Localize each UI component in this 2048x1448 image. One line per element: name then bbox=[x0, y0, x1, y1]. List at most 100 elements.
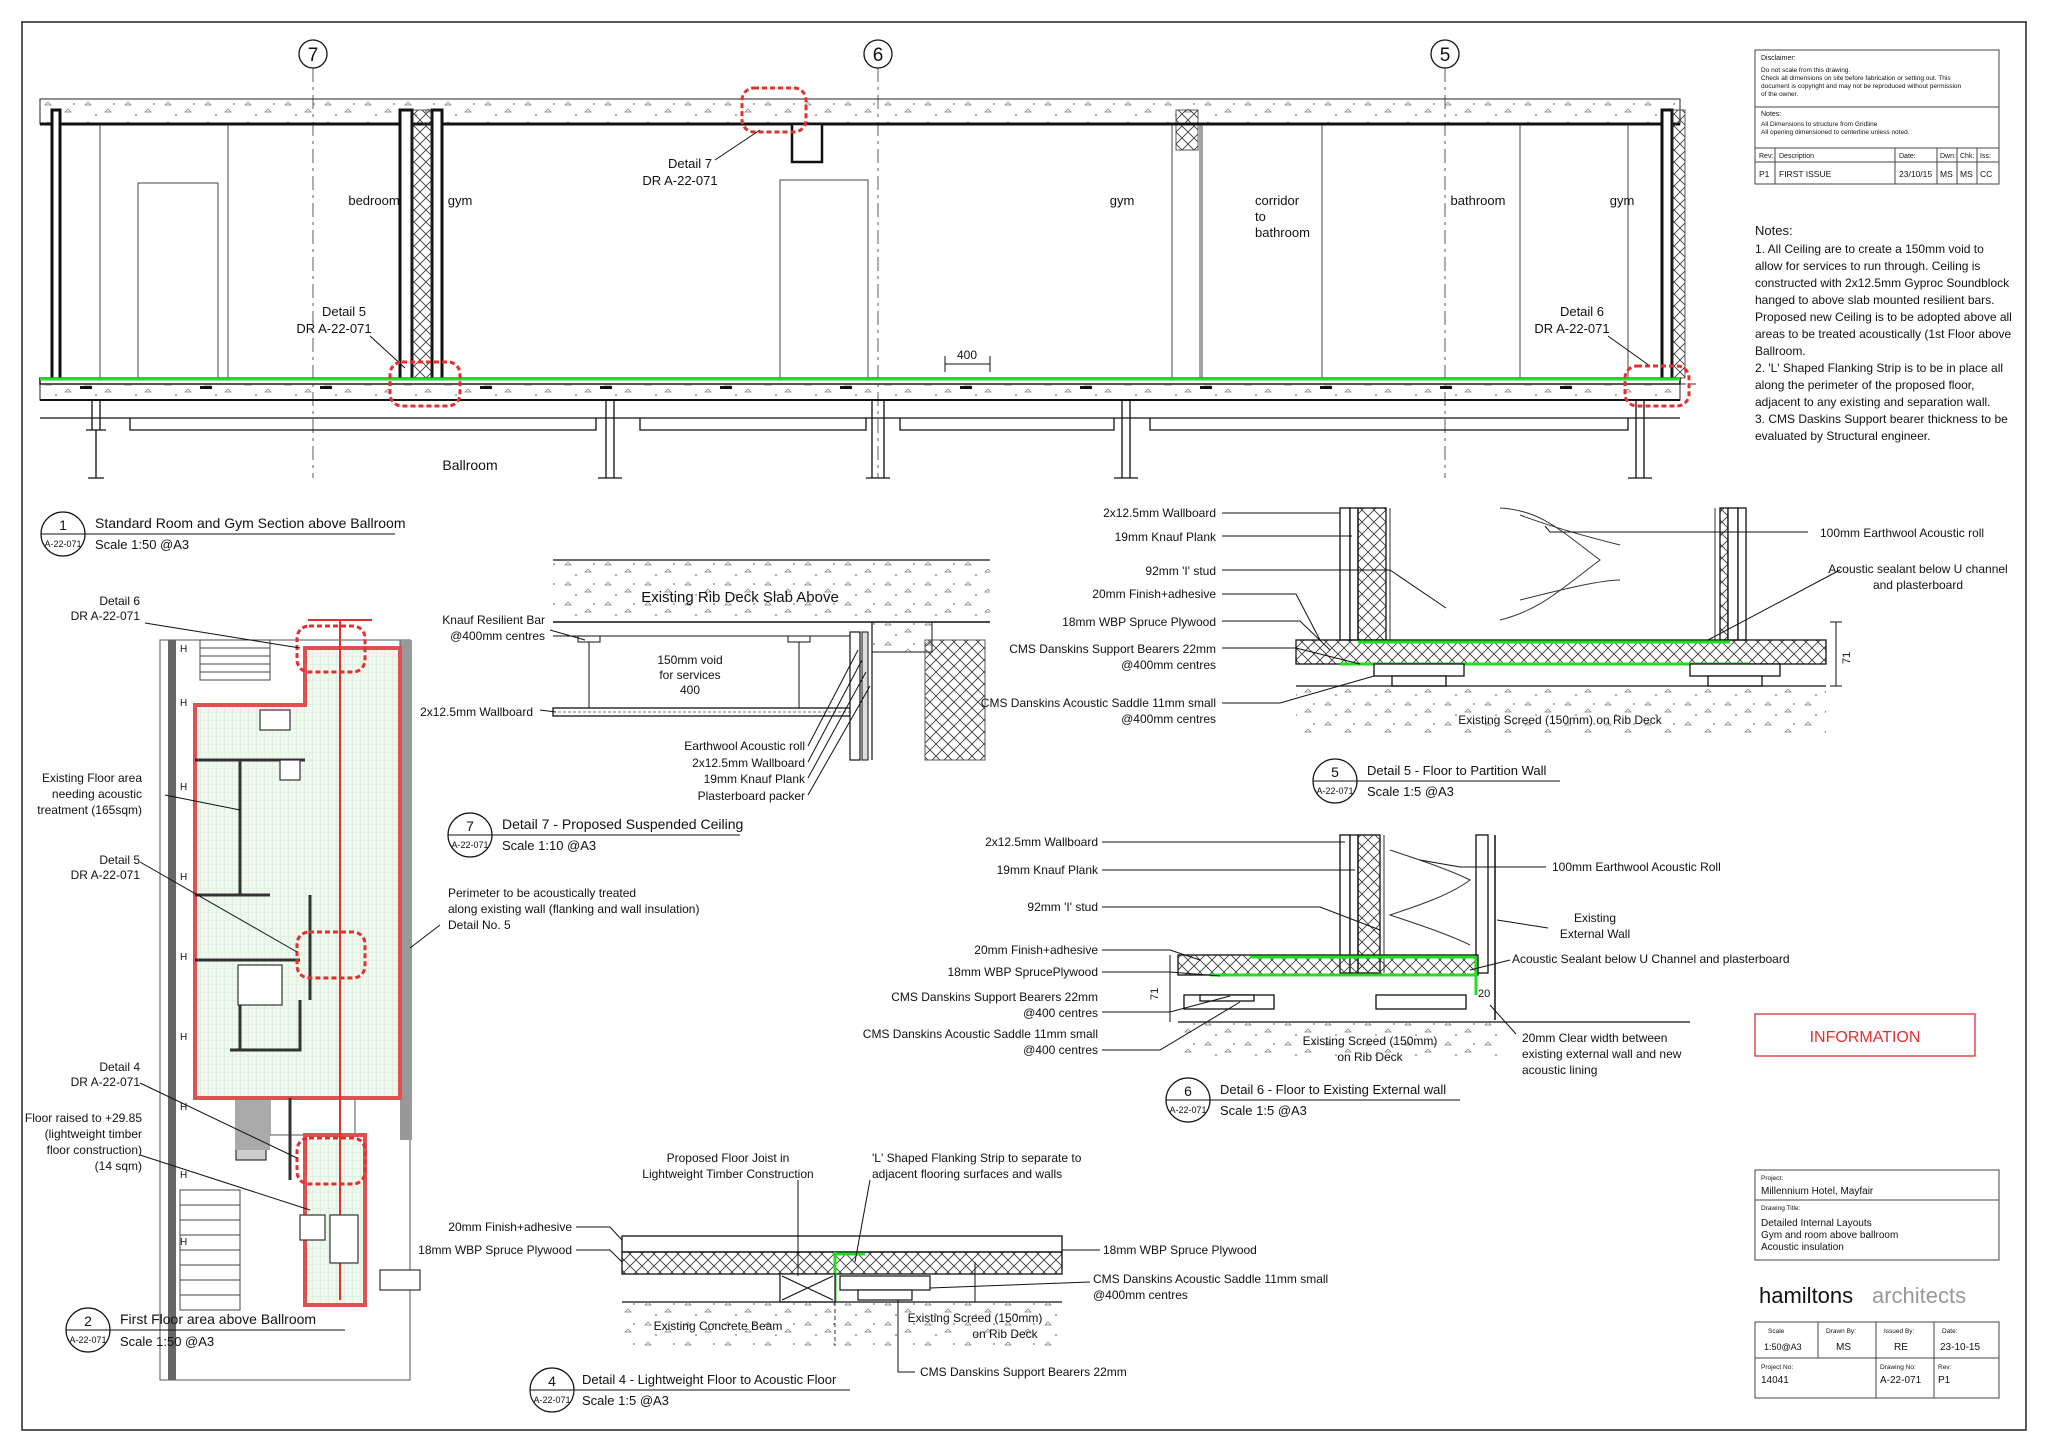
d6-label-clear-width-2: existing external wall and new bbox=[1522, 1047, 1682, 1061]
plan-perimeter-2: along existing wall (flanking and wall i… bbox=[448, 902, 699, 916]
room-label-gym-1: gym bbox=[448, 193, 473, 208]
d4-label-screed-2: on Rib Deck bbox=[972, 1327, 1038, 1341]
grid-label-7: 7 bbox=[308, 45, 319, 66]
tb-disclaimer-4: of the owner. bbox=[1761, 91, 1798, 98]
tb-notes-1: All Dimensions to structure from Gridlin… bbox=[1761, 121, 1878, 128]
view-title-4: 4 A-22-071 Detail 4 - Lightweight Floor … bbox=[529, 1367, 850, 1413]
plan-detail5-callout bbox=[295, 930, 367, 980]
d6-label-clear-width-1: 20mm Clear width between bbox=[1522, 1031, 1667, 1045]
detail-7-drawing: Existing Rib Deck Slab Above Knauf Resil… bbox=[420, 559, 990, 803]
plan-detail4-callout bbox=[295, 1136, 367, 1186]
tb-project-no-label: Project No: bbox=[1761, 1364, 1793, 1371]
tb-drawn-label: Drawn By: bbox=[1826, 1328, 1856, 1335]
detail7-callout bbox=[740, 86, 808, 134]
svg-text:H: H bbox=[180, 952, 187, 963]
tb-project-no: 14041 bbox=[1761, 1375, 1789, 1386]
d5-label-acoustic-roll: 100mm Earthwool Acoustic roll bbox=[1820, 526, 1984, 540]
detail5-callout bbox=[388, 360, 462, 408]
title-block-text: Disclaimer: Do not scale from this drawi… bbox=[1754, 55, 1992, 1386]
tb-rev-row-rev: P1 bbox=[1759, 169, 1770, 179]
dimension-400: 400 bbox=[957, 348, 977, 362]
d4-label-screed-1: Existing Screed (150mm) bbox=[908, 1311, 1043, 1325]
section-detail5-ref: Detail 5 bbox=[322, 304, 366, 319]
plan-detail4-sheet: DR A-22-071 bbox=[71, 1075, 141, 1089]
tb-rev-header-date: Date: bbox=[1899, 153, 1916, 160]
section-detail7-ref: Detail 7 bbox=[668, 156, 712, 171]
d4-label-flanking-2: adjacent flooring surfaces and walls bbox=[872, 1167, 1062, 1181]
sheet-border bbox=[21, 21, 2027, 1431]
d6-label-stud: 92mm 'I' stud bbox=[1027, 900, 1098, 914]
notes-heading: Notes: bbox=[1755, 223, 1793, 238]
tb-disclaimer-1: Do not scale from this drawing. bbox=[1761, 67, 1850, 74]
room-label-bathroom: bathroom bbox=[1451, 193, 1506, 208]
d5-label-finish: 20mm Finish+adhesive bbox=[1092, 587, 1216, 601]
view-scale-6: Scale 1:5 @A3 bbox=[1220, 1103, 1307, 1118]
tb-issued: RE bbox=[1894, 1342, 1908, 1353]
tb-drawn: MS bbox=[1836, 1342, 1851, 1353]
plan-existing-floor-1: Existing Floor area bbox=[42, 771, 142, 785]
d5-dim-71: 71 bbox=[1841, 652, 1853, 664]
d6-label-saddle-centres: @400 centres bbox=[1023, 1043, 1098, 1057]
grid-bubble-7 bbox=[298, 39, 328, 69]
room-label-corridor: corridor bbox=[1255, 193, 1300, 208]
grid-bubble-6 bbox=[863, 39, 893, 69]
view-name-6: Detail 6 - Floor to Existing External wa… bbox=[1220, 1082, 1446, 1097]
svg-text:H: H bbox=[180, 1170, 187, 1181]
d6-label-wallboard: 2x12.5mm Wallboard bbox=[985, 835, 1098, 849]
view-name-1: Standard Room and Gym Section above Ball… bbox=[95, 515, 406, 531]
d6-label-sealant: Acoustic Sealant below U Channel and pla… bbox=[1512, 952, 1790, 966]
tb-rev-row-chk: MS bbox=[1960, 169, 1973, 179]
tb-rev-label: Rev: bbox=[1938, 1364, 1952, 1371]
d5-label-bearers: CMS Danskins Support Bearers 22mm bbox=[1009, 642, 1216, 656]
section-view: 7 6 5 bbox=[39, 39, 1700, 479]
tb-project: Millennium Hotel, Mayfair bbox=[1761, 1186, 1874, 1197]
d6-label-bearers-centres: @400 centres bbox=[1023, 1006, 1098, 1020]
plan-detail6-sheet: DR A-22-071 bbox=[71, 609, 141, 623]
tb-date-label: Date: bbox=[1942, 1328, 1958, 1335]
d7-wallboard-left: 2x12.5mm Wallboard bbox=[420, 705, 533, 719]
view-title-6: 6 A-22-071 Detail 6 - Floor to Existing … bbox=[1165, 1077, 1460, 1123]
section-detail5-sheet: DR A-22-071 bbox=[296, 321, 371, 336]
view-number-5: 5 bbox=[1331, 764, 1339, 780]
d4-label-plywood-left: 18mm WBP Spruce Plywood bbox=[418, 1243, 572, 1257]
tb-rev-row-date: 23/10/15 bbox=[1899, 169, 1932, 179]
tb-rev-header-desc: Description bbox=[1779, 153, 1814, 160]
tb-disclaimer-3: document is copyright and may not be rep… bbox=[1761, 83, 1962, 90]
d6-label-plywood: 18mm WBP SprucePlywood bbox=[947, 965, 1098, 979]
plan-detail6-text: Detail 6 bbox=[99, 594, 140, 608]
view-scale-5: Scale 1:5 @A3 bbox=[1367, 784, 1454, 799]
svg-text:H: H bbox=[180, 782, 187, 793]
room-label-to: to bbox=[1255, 209, 1266, 224]
d4-label-plywood-right: 18mm WBP Spruce Plywood bbox=[1103, 1243, 1257, 1257]
view-number-4: 4 bbox=[548, 1373, 556, 1389]
view-name-5: Detail 5 - Floor to Partition Wall bbox=[1367, 763, 1547, 778]
notes-line-10: adjacent to any existing and separation … bbox=[1755, 395, 1990, 409]
brand-architects: architects bbox=[1872, 1283, 1966, 1308]
tb-notes-label: Notes: bbox=[1761, 111, 1781, 118]
tb-disclaimer-2: Check all dimensions on site before fabr… bbox=[1761, 75, 1951, 82]
d4-label-flanking-1: 'L' Shaped Flanking Strip to separate to bbox=[872, 1151, 1082, 1165]
d4-label-joist-2: Lightweight Timber Construction bbox=[642, 1167, 813, 1181]
d4-label-beam: Existing Concrete Beam bbox=[654, 1319, 783, 1333]
brand-hamiltons: hamiltons bbox=[1759, 1283, 1853, 1308]
information-label: INFORMATION bbox=[1810, 1029, 1921, 1046]
section-detail6-sheet: DR A-22-071 bbox=[1534, 321, 1609, 336]
section-detail6-ref: Detail 6 bbox=[1560, 304, 1604, 319]
d4-label-joist-1: Proposed Floor Joist in bbox=[667, 1151, 790, 1165]
notes-line-6: areas to be treated acoustically (1st Fl… bbox=[1755, 327, 2011, 341]
ballroom-label: Ballroom bbox=[442, 457, 497, 473]
d6-label-knauf-plank: 19mm Knauf Plank bbox=[997, 863, 1099, 877]
notes-line-9: along the perimeter of the proposed floo… bbox=[1755, 378, 1974, 392]
tb-rev-header-chk: Chk: bbox=[1960, 153, 1974, 160]
notes-line-12: evaluated by Structural engineer. bbox=[1755, 429, 1930, 443]
tb-drawing-no-label: Drawing No: bbox=[1880, 1364, 1916, 1371]
notes-line-2: allow for services to run through. Ceili… bbox=[1755, 259, 1980, 273]
tb-drawing-title-1: Detailed Internal Layouts bbox=[1761, 1218, 1872, 1229]
view-number-1: 1 bbox=[59, 517, 67, 533]
view-name-2: First Floor area above Ballroom bbox=[120, 1311, 316, 1327]
tb-notes-2: All opening dimensioned to centerline un… bbox=[1761, 129, 1910, 136]
plan-detail6-callout bbox=[295, 624, 367, 674]
view-scale-4: Scale 1:5 @A3 bbox=[582, 1393, 669, 1408]
view-scale-2: Scale 1:50 @A3 bbox=[120, 1334, 214, 1349]
view-title-5: 5 A-22-071 Detail 5 - Floor to Partition… bbox=[1312, 758, 1560, 804]
